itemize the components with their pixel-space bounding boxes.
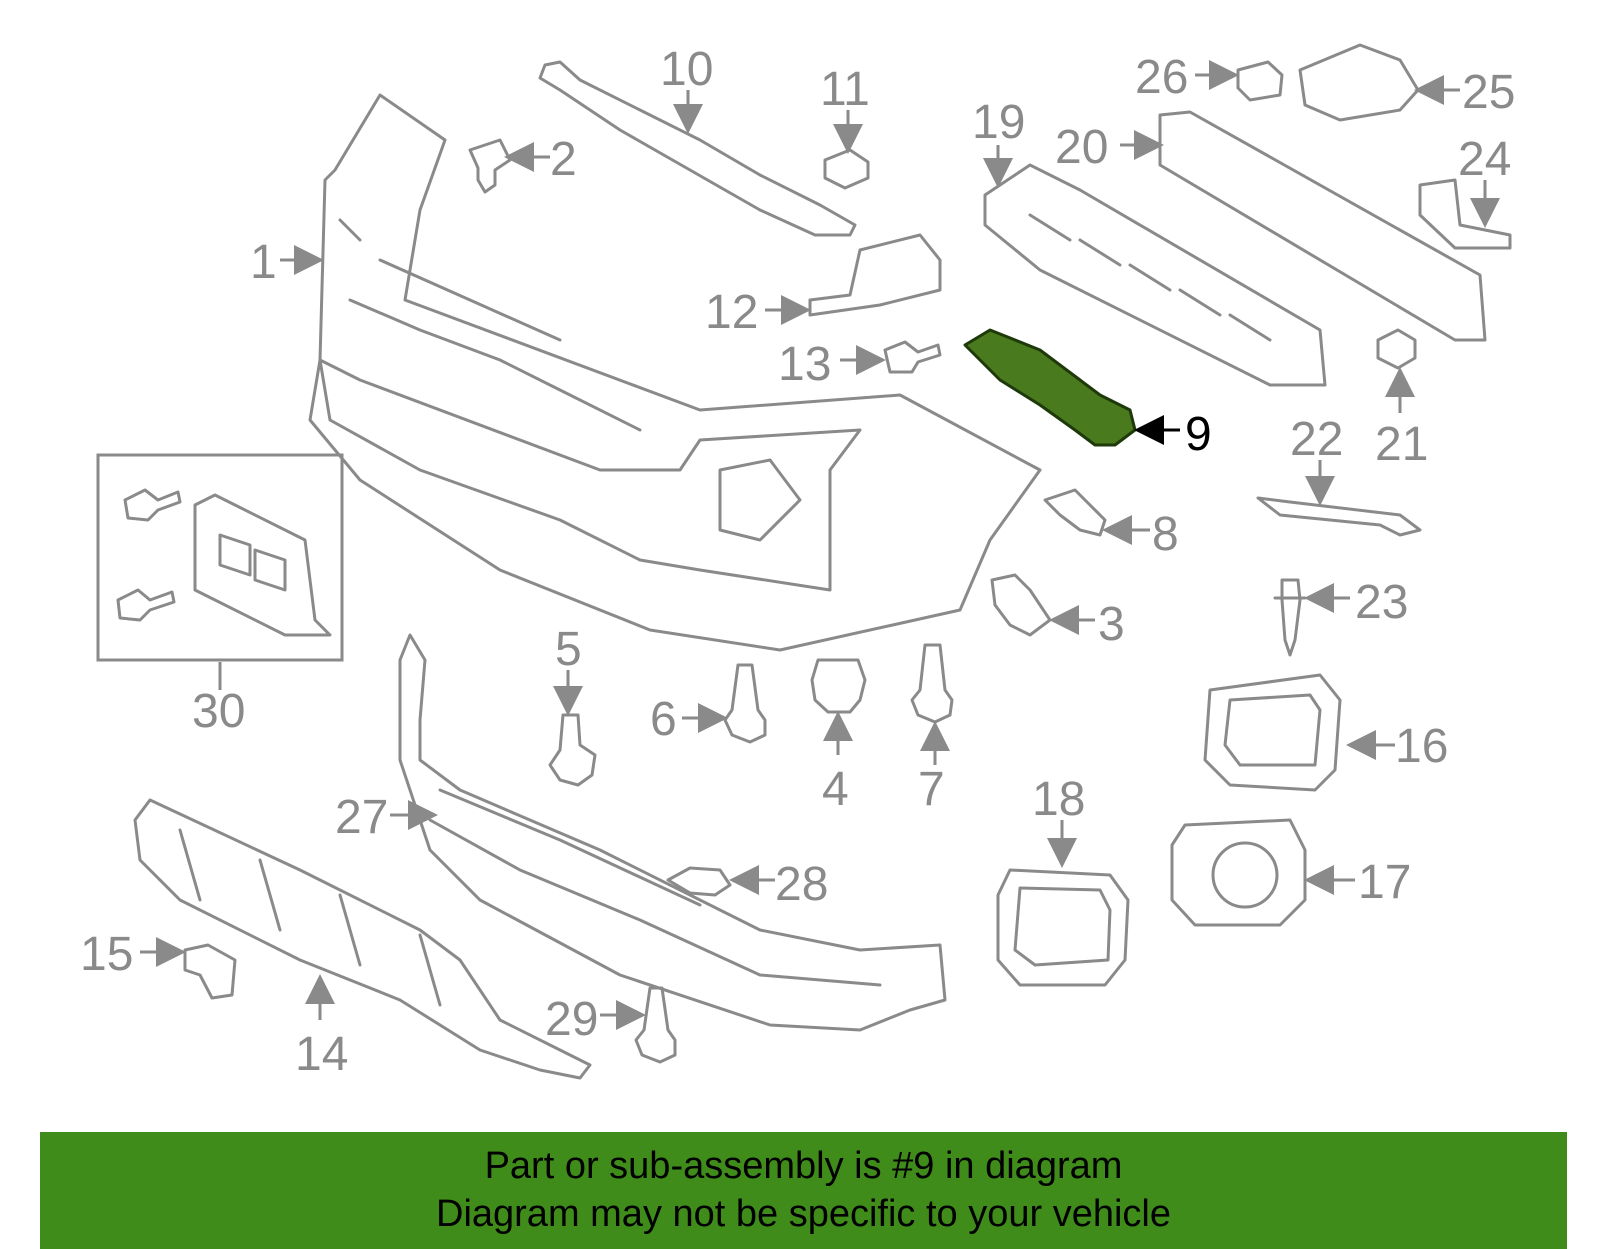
part-30-plate-kit-box [96,453,344,662]
label-11: 11 [820,63,870,116]
label-21: 21 [1375,418,1428,471]
part-3-retainer [990,573,1052,637]
label-10: 10 [660,43,713,96]
part-17-fog-bezel [1170,818,1307,927]
label-28: 28 [775,858,828,911]
label-19: 19 [972,96,1025,149]
label-30: 30 [192,685,245,738]
label-26: 26 [1135,51,1188,104]
label-25: 25 [1462,66,1515,119]
part-8-clip [1043,488,1107,537]
part-24-bracket [1418,178,1512,250]
part-25-bracket [1298,43,1420,122]
label-29: 29 [545,993,598,1046]
part-28-nut-clip [666,866,732,897]
part-15-clip [183,943,237,1000]
label-9: 9 [1185,408,1212,461]
label-24: 24 [1458,133,1511,186]
part-26-sensor [1236,60,1284,102]
part-9-bracket-highlighted [963,328,1137,447]
info-banner: Part or sub-assembly is #9 in diagram Di… [40,1132,1567,1249]
banner-line-1: Part or sub-assembly is #9 in diagram [484,1145,1123,1187]
label-23: 23 [1355,576,1408,629]
label-12: 12 [705,286,758,339]
part-18-fog-bracket [996,868,1130,987]
label-2: 2 [550,133,577,186]
label-6: 6 [650,693,677,746]
label-22: 22 [1290,413,1343,466]
part-27-lower-spoiler [398,633,947,1032]
part-2-clip [468,138,512,194]
label-1: 1 [250,236,277,289]
label-18: 18 [1032,773,1085,826]
part-10-retainer [538,60,857,237]
part-29-screw [634,986,677,1064]
part-6-screw [723,663,767,744]
part-12-bracket [808,233,942,317]
label-15: 15 [80,928,133,981]
part-1-bumper-cover [308,93,1042,652]
label-16: 16 [1395,720,1448,773]
part-19-absorber [983,163,1327,387]
label-27: 27 [335,791,388,844]
label-20: 20 [1055,121,1108,174]
part-7-screw [910,643,954,724]
label-5: 5 [555,623,582,676]
part-23-rivet [1273,578,1307,657]
label-8: 8 [1152,508,1179,561]
part-16-fog-cover [1203,673,1342,792]
label-13: 13 [778,338,831,391]
part-20-reinforcement [1158,110,1487,342]
banner-line-2: Diagram may not be specific to your vehi… [436,1193,1171,1235]
part-4-clip [810,658,867,714]
label-3: 3 [1098,598,1125,651]
part-22-strip [1256,496,1422,537]
label-14: 14 [295,1028,348,1081]
part-14-lower-grille [133,798,592,1080]
label-7: 7 [918,763,945,816]
part-5-stud [548,713,597,787]
part-13-bolt [883,340,942,374]
part-11-nut [823,148,870,190]
label-17: 17 [1358,856,1411,909]
part-21-nut [1376,328,1417,370]
label-4: 4 [822,763,849,816]
